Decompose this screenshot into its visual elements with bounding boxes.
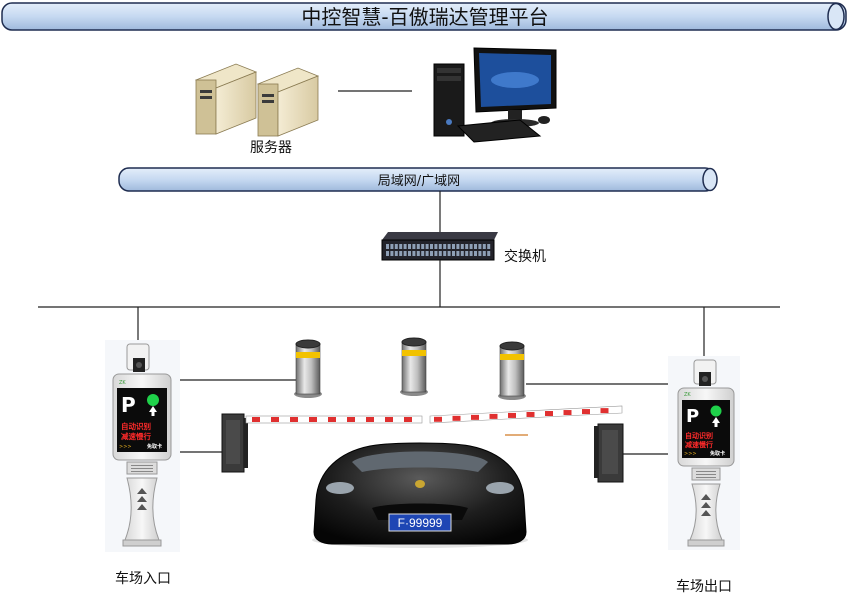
exit-terminal: ZK P 自动识别 减速慢行 >>> 免取卡 xyxy=(668,356,740,550)
title-text: 中控智慧-百傲瑞达管理平台 xyxy=(301,5,548,29)
exit-barrier-arm xyxy=(429,405,623,424)
exit-screen-line1: 自动识别 xyxy=(685,431,713,440)
switch-icon xyxy=(381,232,498,261)
svg-text:ZK: ZK xyxy=(119,380,126,386)
entrance-screen-line1: 自动识别 xyxy=(121,421,151,431)
license-plate: F·99999 xyxy=(398,516,443,530)
switch-label: 交换机 xyxy=(504,249,546,265)
svg-text:>>>: >>> xyxy=(119,444,132,450)
svg-text:P: P xyxy=(121,393,136,417)
title-pipe: 中控智慧-百傲瑞达管理平台 xyxy=(1,2,847,31)
bollard-1 xyxy=(294,339,322,398)
exit-label: 车场出口 xyxy=(676,579,732,595)
entrance-gate-box xyxy=(221,413,248,473)
svg-text:ZK: ZK xyxy=(684,392,691,398)
exit-screen-line2: 减速慢行 xyxy=(685,440,713,449)
exit-screen-footer: 免取卡 xyxy=(710,450,725,457)
server-icon xyxy=(194,63,320,137)
bollard-3 xyxy=(498,341,526,400)
network-text: 局域网/广域网 xyxy=(378,174,460,189)
entrance-barrier-arm xyxy=(245,415,423,424)
svg-text:>>>: >>> xyxy=(684,451,697,457)
exit-gate-box xyxy=(594,423,624,483)
bollard-2 xyxy=(400,337,428,396)
server-label: 服务器 xyxy=(250,140,292,156)
entrance-screen-line2: 减速慢行 xyxy=(121,431,151,441)
network-pipe: 局域网/广域网 xyxy=(118,167,718,192)
car-image: F·99999 xyxy=(312,442,528,548)
entrance-screen-footer: 免取卡 xyxy=(147,443,162,450)
workstation-icon xyxy=(433,47,557,143)
entrance-label: 车场入口 xyxy=(115,571,171,587)
svg-text:P: P xyxy=(686,406,699,427)
entrance-terminal: ZK P 自动识别 减速慢行 >>> 免取卡 xyxy=(105,340,180,552)
